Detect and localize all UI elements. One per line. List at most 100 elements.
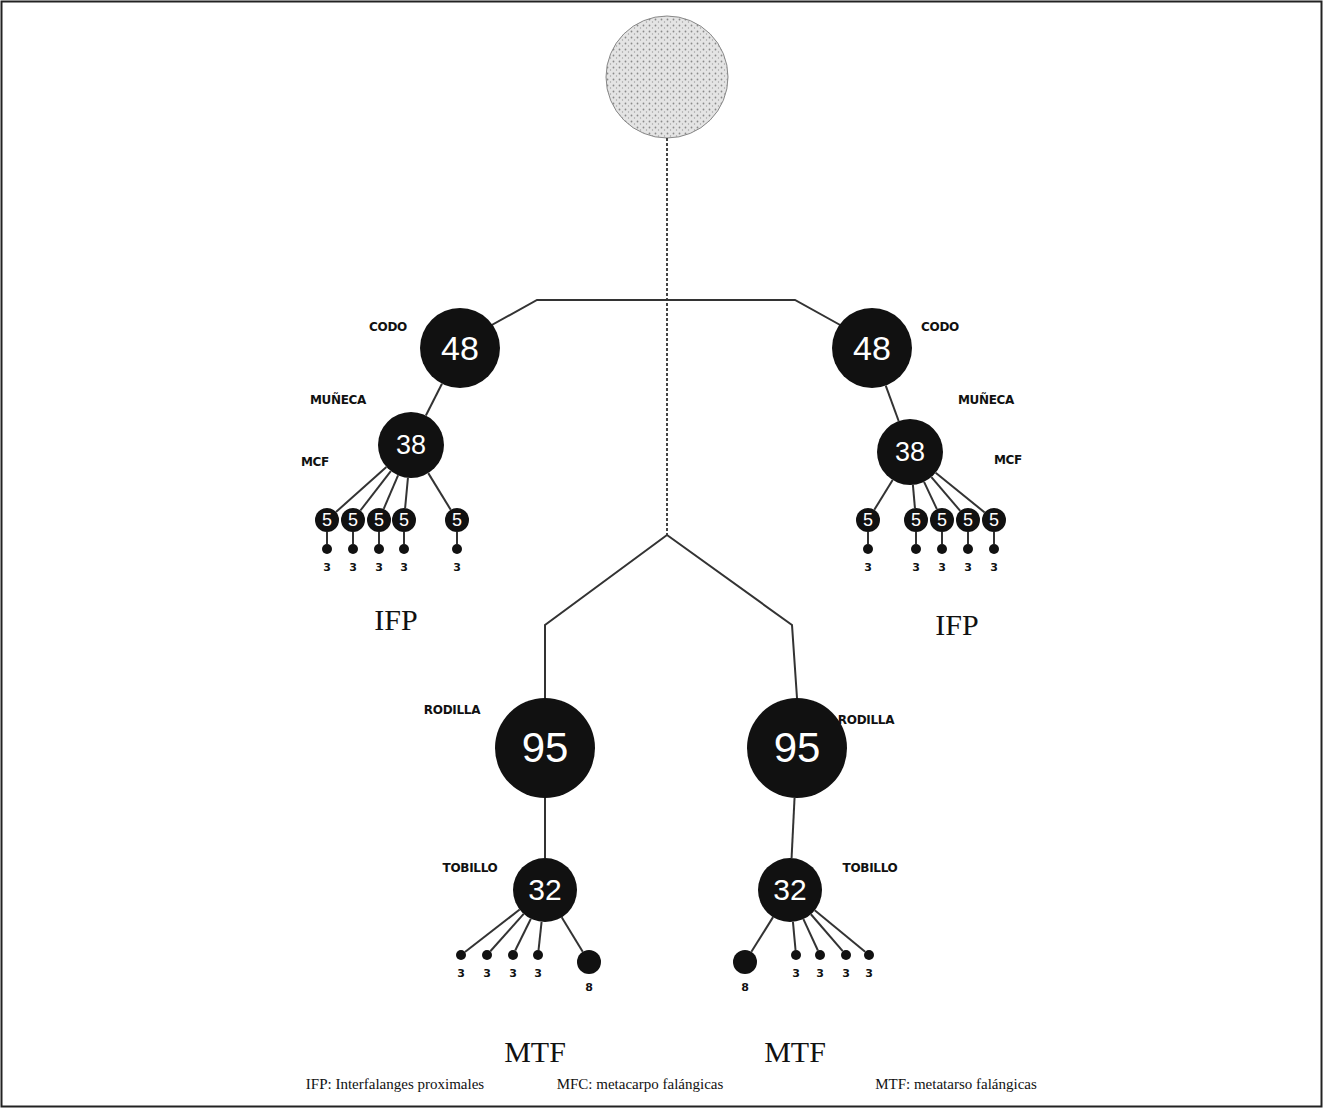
joint-value: 5 [392, 508, 416, 532]
left-leg-line [545, 535, 667, 698]
joint-dot: 3 [456, 950, 466, 960]
joint-connector [792, 798, 795, 858]
joint-connector [384, 475, 398, 509]
joint-connector [867, 532, 869, 544]
joint-circle: 5 [956, 508, 980, 532]
joint-circle: 5 [341, 508, 365, 532]
joint-connector [465, 910, 520, 952]
group-name: IFP [935, 608, 978, 642]
joint-value: 3 [349, 562, 357, 574]
joint-value: 3 [323, 562, 331, 574]
joint-dot: 3 [452, 544, 462, 554]
joint-dot: 3 [533, 950, 543, 960]
joint-name: MCF [994, 453, 1022, 467]
joint-connector [378, 532, 380, 544]
joint-value: 5 [982, 508, 1006, 532]
joint-dot: 3 [508, 950, 518, 960]
head-circle [606, 16, 728, 138]
joint-dot: 3 [963, 544, 973, 554]
joint-connector [815, 910, 865, 951]
joint-connector [539, 922, 542, 950]
joint-circle: 5 [315, 508, 339, 532]
joint-value: 3 [912, 562, 920, 574]
joint-name: MCF [301, 455, 329, 469]
joint-connector [803, 919, 817, 950]
joint-value: 3 [938, 562, 946, 574]
joint-dot: 3 [348, 544, 358, 554]
joint-connector [544, 798, 546, 858]
joint-name: CODO [921, 320, 959, 334]
shoulder-line [472, 300, 860, 336]
joint-circle: 5 [930, 508, 954, 532]
joint-connector [886, 386, 899, 421]
joint-dot: 3 [482, 950, 492, 960]
joint-circle: 5 [904, 508, 928, 532]
joint-circle: 5 [445, 508, 469, 532]
joint-connector [924, 482, 937, 509]
joint-connector [352, 532, 354, 544]
joint-value: 3 [483, 968, 491, 980]
joint-circle: 5 [392, 508, 416, 532]
joint-dot: 3 [911, 544, 921, 554]
joint-value: 8 [741, 982, 749, 994]
joint-value: 5 [367, 508, 391, 532]
joint-circle: 5 [856, 508, 880, 532]
joint-value: 5 [904, 508, 928, 532]
joint-dot: 3 [863, 544, 873, 554]
joint-value: 8 [585, 982, 593, 994]
joint-connector [993, 532, 995, 544]
joint-value: 48 [420, 308, 500, 388]
joint-value: 3 [453, 562, 461, 574]
joint-value: 3 [864, 562, 872, 574]
joint-name: MUÑECA [310, 393, 366, 407]
joint-name: RODILLA [424, 703, 480, 717]
joint-connector [915, 532, 917, 544]
group-name: MTF [504, 1035, 566, 1069]
joint-value: 5 [445, 508, 469, 532]
joint-value: 3 [865, 968, 873, 980]
joint-connector [562, 917, 583, 951]
joint-circle: 48 [832, 308, 912, 388]
joint-circle: 32 [513, 858, 577, 922]
joint-circle: 95 [747, 698, 847, 798]
joint-value: 48 [832, 308, 912, 388]
joint-name: TOBILLO [443, 861, 498, 875]
joint-value: 3 [457, 968, 465, 980]
joint-connector [403, 532, 405, 544]
joint-circle: 48 [420, 308, 500, 388]
joint-dot: 8 [577, 950, 601, 974]
joint-value: 3 [509, 968, 517, 980]
joint-dot: 3 [399, 544, 409, 554]
joint-value: 3 [400, 562, 408, 574]
joint-dot: 3 [815, 950, 825, 960]
group-name: IFP [374, 603, 417, 637]
joint-dot: 3 [841, 950, 851, 960]
joint-value: 5 [856, 508, 880, 532]
joint-circle: 95 [495, 698, 595, 798]
joint-circle: 38 [378, 412, 444, 478]
joint-dot: 3 [791, 950, 801, 960]
joint-dot: 3 [864, 950, 874, 960]
joint-connector [405, 478, 408, 508]
footnote: MTF: metatarso falángicas [875, 1076, 1037, 1093]
joint-connector [426, 384, 442, 416]
joint-value: 5 [341, 508, 365, 532]
joint-connector [515, 919, 531, 951]
joint-dot: 3 [374, 544, 384, 554]
joint-value: 32 [758, 858, 822, 922]
joint-dot: 8 [733, 950, 757, 974]
group-name: MTF [764, 1035, 826, 1069]
joint-value: 3 [990, 562, 998, 574]
joint-connector [793, 922, 796, 950]
joint-value: 3 [816, 968, 824, 980]
footnote: IFP: Interfalanges proximales [306, 1076, 484, 1093]
joint-value: 95 [747, 698, 847, 798]
spine-line [666, 138, 668, 535]
joint-value: 38 [378, 412, 444, 478]
joint-value: 5 [956, 508, 980, 532]
joint-circle: 5 [367, 508, 391, 532]
joint-connector [456, 532, 458, 544]
